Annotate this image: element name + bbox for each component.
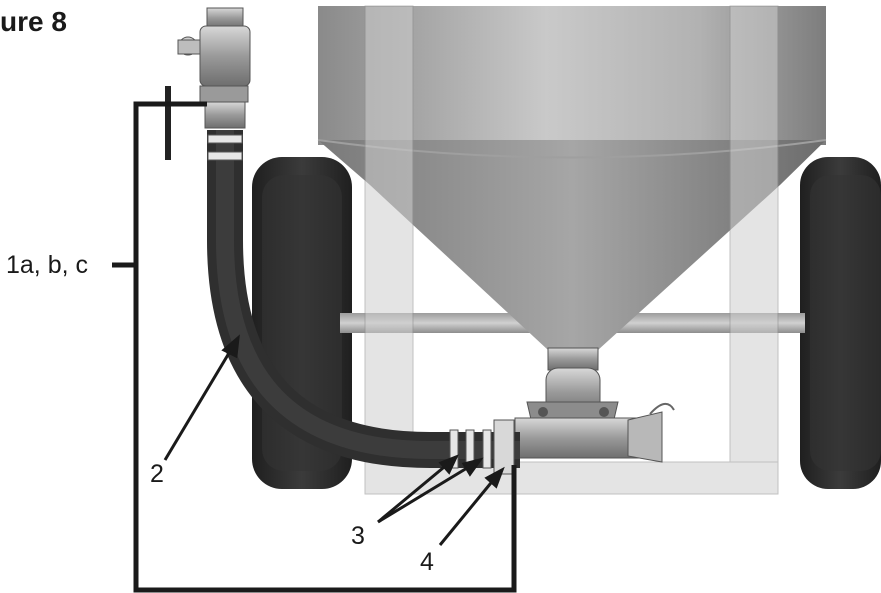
bracket-line-1abc	[112, 101, 517, 593]
leader-arrows	[163, 334, 505, 546]
frame	[364, 5, 779, 495]
ball-valve	[165, 7, 251, 160]
callout-2: 2	[150, 460, 164, 488]
callout-4: 4	[420, 548, 434, 576]
right-wheel	[800, 157, 881, 489]
blast-hose	[207, 130, 520, 475]
metering-valve	[526, 347, 619, 429]
figure-title: ure 8	[0, 6, 67, 37]
callout-1abc: 1a, b, c	[6, 251, 88, 279]
callout-3: 3	[351, 522, 365, 550]
pipe-fitting	[514, 403, 675, 463]
